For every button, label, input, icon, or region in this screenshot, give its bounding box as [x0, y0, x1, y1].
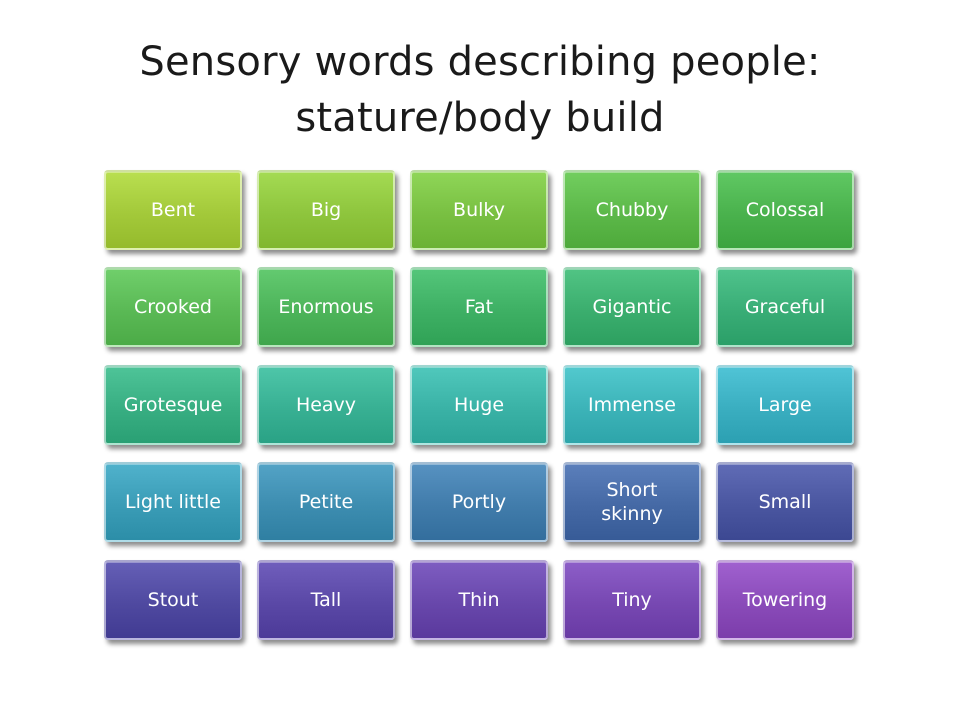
- word-tile-grotesque: Grotesque: [104, 365, 242, 445]
- slide-title-line-1: Sensory words describing people:: [139, 39, 821, 85]
- word-tile-tiny: Tiny: [563, 560, 701, 640]
- word-tile-label: Small: [758, 491, 812, 513]
- word-tile-petite: Petite: [257, 462, 395, 542]
- word-tile-portly: Portly: [410, 462, 548, 542]
- word-tile-graceful: Graceful: [716, 267, 854, 347]
- word-tile-label: Thin: [458, 589, 500, 611]
- word-tile-bulky: Bulky: [410, 170, 548, 250]
- word-tile-fat: Fat: [410, 267, 548, 347]
- word-tile-label: Chubby: [595, 199, 669, 221]
- word-tile-towering: Towering: [716, 560, 854, 640]
- word-tile-label: Petite: [298, 491, 354, 513]
- word-tile-label: Tall: [310, 589, 342, 611]
- word-tile-crooked: Crooked: [104, 267, 242, 347]
- word-tile-label: Light little: [125, 491, 221, 513]
- word-tile-label: Enormous: [278, 296, 374, 318]
- word-tile-label: Crooked: [134, 296, 212, 318]
- word-tile-bent: Bent: [104, 170, 242, 250]
- word-tile-label: Bulky: [453, 199, 505, 221]
- word-tile-light-little: Light little: [104, 462, 242, 542]
- word-tile-label: Portly: [451, 491, 507, 513]
- slide-title-line-2: stature/body build: [295, 95, 665, 141]
- word-tile-label: Short skinny: [601, 479, 663, 525]
- word-tile-label: Tiny: [612, 589, 652, 611]
- word-tile-enormous: Enormous: [257, 267, 395, 347]
- word-tile-label: Huge: [453, 394, 505, 416]
- word-tile-chubby: Chubby: [563, 170, 701, 250]
- word-tile-label: Stout: [147, 589, 199, 611]
- word-tile-label: Immense: [588, 394, 676, 416]
- word-tile-immense: Immense: [563, 365, 701, 445]
- word-tile-big: Big: [257, 170, 395, 250]
- word-tile-label: Big: [310, 199, 342, 221]
- word-tile-small: Small: [716, 462, 854, 542]
- word-tile-label: Heavy: [295, 394, 357, 416]
- word-tile-gigantic: Gigantic: [563, 267, 701, 347]
- word-tile-label: Gigantic: [592, 296, 672, 318]
- slide-title: Sensory words describing people: stature…: [60, 34, 900, 146]
- word-tile-label: Colossal: [745, 199, 825, 221]
- word-tile-heavy: Heavy: [257, 365, 395, 445]
- word-tile-thin: Thin: [410, 560, 548, 640]
- word-tile-short-skinny: Short skinny: [563, 462, 701, 542]
- word-tile-tall: Tall: [257, 560, 395, 640]
- word-tile-colossal: Colossal: [716, 170, 854, 250]
- word-tile-label: Large: [758, 394, 812, 416]
- word-tile-label: Fat: [464, 296, 494, 318]
- word-tile-stout: Stout: [104, 560, 242, 640]
- word-tile-label: Towering: [742, 589, 828, 611]
- word-tile-large: Large: [716, 365, 854, 445]
- word-tile-label: Bent: [150, 199, 196, 221]
- word-tile-label: Grotesque: [123, 394, 223, 416]
- word-tile-huge: Huge: [410, 365, 548, 445]
- word-tile-label: Graceful: [744, 296, 826, 318]
